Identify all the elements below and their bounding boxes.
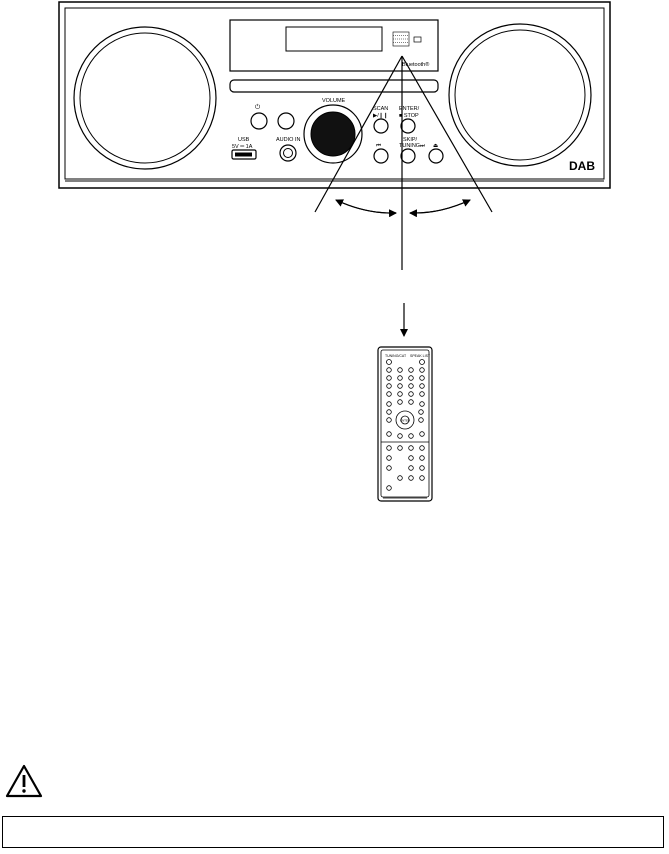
arc-arrow-left-in (336, 200, 396, 213)
audio-in-label: AUDIO IN (276, 137, 300, 143)
power-icon: ⏻ (255, 104, 260, 111)
remote-top-left-label: TUNING/CAT (385, 354, 407, 358)
next-icon: ⏭ (420, 143, 425, 149)
radio-unit: Bluetooth® VOLUME ⏻ AUDIO IN USB 5V ═ 1A… (59, 2, 610, 188)
arc-arrow-right-out (410, 200, 470, 213)
volume-knob[interactable] (311, 112, 355, 156)
remote-control-range-diagram: Bluetooth® VOLUME ⏻ AUDIO IN USB 5V ═ 1A… (0, 0, 669, 820)
remote-navigation-pad: ENTER (387, 410, 424, 429)
eject-icon: ⏏ (433, 143, 439, 149)
remote-keypad (387, 368, 425, 397)
unit-outer-frame (59, 2, 610, 188)
remote-enter-label: ENTER (400, 419, 411, 423)
remote-control: TUNING/CAT SPEAK LIST ENTER (378, 347, 432, 501)
remote-top-right-label: SPEAK LIST (410, 354, 431, 358)
play-pause-icon: ▶/❙❙ (373, 112, 388, 119)
arc-arrow-right-in (410, 200, 470, 213)
usb-rating: 5V ═ 1A (232, 144, 253, 150)
volume-label: VOLUME (322, 98, 346, 104)
usb-label: USB (238, 137, 250, 143)
arc-arrow-left-out (336, 200, 396, 213)
scan-label: SCAN (373, 106, 388, 112)
caution-box (2, 816, 664, 848)
dab-logo: DAB (569, 159, 595, 173)
warning-icon (5, 764, 43, 798)
prev-icon: ⏮ (376, 143, 381, 149)
